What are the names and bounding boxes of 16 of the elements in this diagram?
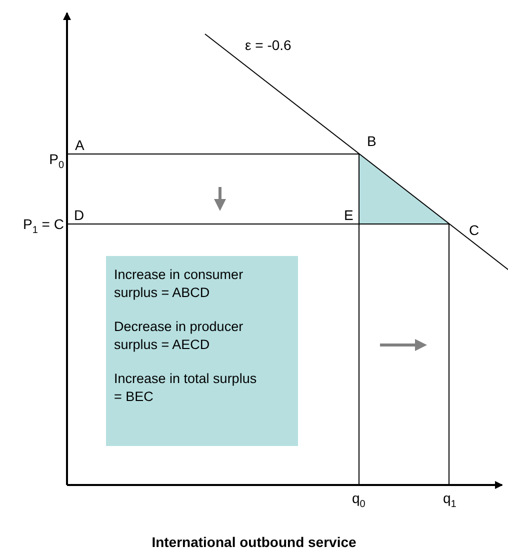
caption: International outbound service	[150, 534, 358, 550]
surplus-note: Increase in consumer surplus = ABCD	[114, 266, 244, 302]
quantity-label: q$_{1}$	[443, 490, 456, 512]
point-label: D	[74, 207, 84, 223]
point-label: C	[469, 222, 480, 238]
surplus-note: Increase in total surplus = BEC	[114, 370, 258, 406]
point-label: E	[344, 207, 354, 223]
point-label: B	[367, 133, 376, 149]
explanation-box	[106, 256, 298, 446]
price-label: P$_{0}$	[49, 151, 64, 173]
quantity-label: q$_{0}$	[352, 490, 366, 512]
surplus-note: Decrease in producer surplus = AECD	[114, 318, 244, 354]
point-label: A	[75, 137, 84, 153]
elasticity-label: ε = -0.6	[245, 37, 292, 53]
surplus-triangle	[359, 154, 449, 224]
price-label: P$_{1}$ = C	[23, 216, 64, 238]
